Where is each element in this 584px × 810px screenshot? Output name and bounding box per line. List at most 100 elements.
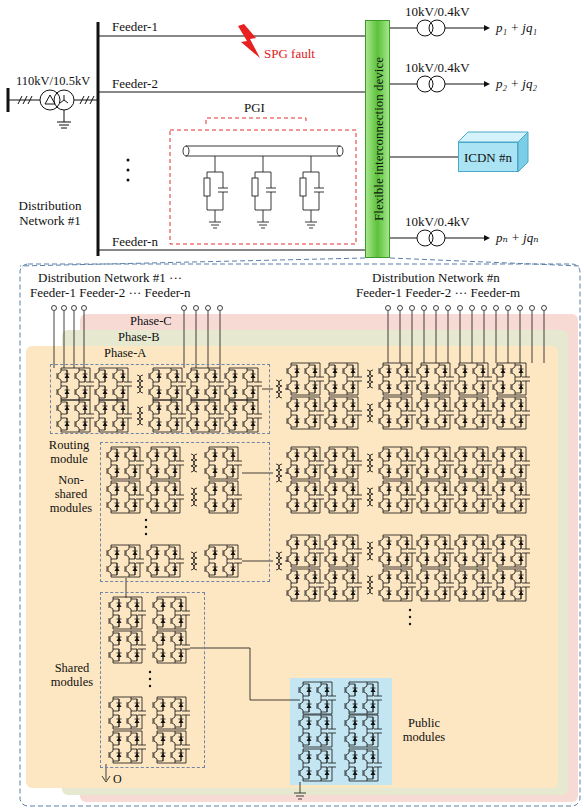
- text-label: Feeder-1 Feeder-2 ··· Feeder-m: [356, 285, 520, 300]
- phase-label-wrap: Phase-B: [118, 330, 160, 345]
- cable-rc-model: [300, 178, 306, 196]
- converter-cells: [137, 375, 143, 393]
- converter-cells: [95, 400, 132, 432]
- feeder-terminals: [494, 306, 499, 311]
- converter-cells: [345, 682, 382, 714]
- text-label-wrap: Distribution Network #1 ···: [38, 270, 182, 285]
- converter-cells: [493, 481, 530, 513]
- node-label-wrap: ICDN #n: [459, 143, 517, 171]
- text-label: p₂ + jq₂: [496, 76, 537, 91]
- text-label-wrap: pₙ + jqₙ: [496, 230, 538, 245]
- converter-cells: [276, 380, 282, 398]
- converter-cells: [287, 569, 324, 601]
- module-group: Shared modules: [100, 592, 205, 768]
- feeder-terminals: [62, 306, 67, 311]
- feeder-terminals: [410, 306, 415, 311]
- text-label: 10kV/0.4kV: [405, 60, 470, 75]
- converter-cells: [287, 363, 324, 395]
- text-label: Distribution Network #1: [19, 198, 82, 228]
- node-label: ICDN #n: [464, 150, 512, 165]
- converter-cells: [379, 535, 416, 567]
- converter-cells: [493, 447, 530, 479]
- text-label: pₙ + jqₙ: [496, 230, 538, 245]
- ellipsis-dots: [127, 159, 130, 182]
- module-label: Public modules: [403, 716, 445, 744]
- feeder-terminals: [54, 311, 220, 368]
- converter-cells: [417, 447, 454, 479]
- text-label: O: [113, 772, 122, 786]
- converter-cells: [107, 447, 144, 479]
- converter-cells: [205, 447, 242, 479]
- source-transformer: [18, 96, 94, 104]
- converter-cells: [417, 363, 454, 395]
- converter-cells: [109, 597, 146, 629]
- ellipsis-dots: [145, 533, 147, 535]
- converter-cells: [147, 545, 184, 577]
- interconnect-wires: [126, 578, 127, 598]
- interconnect-wires: [294, 782, 306, 799]
- converter-cells: [149, 400, 186, 432]
- zoom-frame: [20, 258, 580, 806]
- text-label: Distribution Network #n: [372, 270, 500, 285]
- module-group: Public modules: [290, 678, 392, 785]
- converter-cells: [109, 631, 146, 663]
- feeder-terminals: [446, 306, 451, 311]
- converter-cells: [379, 397, 416, 429]
- text-label-wrap: Distribution Network #n: [372, 270, 500, 285]
- converter-cells: [191, 488, 197, 506]
- converter-cells: [345, 715, 382, 747]
- converter-cells: [325, 481, 362, 513]
- converter-cells: [367, 454, 373, 472]
- converter-cells: [187, 368, 224, 400]
- load-transformer: [417, 20, 433, 36]
- converter-cells: [287, 535, 324, 567]
- phase-band-fill: [26, 346, 558, 788]
- converter-cells: [325, 447, 362, 479]
- source-transformer: [45, 95, 55, 104]
- ellipsis-dots: [145, 519, 147, 521]
- converter-cells: [455, 363, 492, 395]
- converter-cells: [345, 749, 382, 781]
- feeder-terminals: [52, 306, 57, 311]
- phase-label-wrap: Phase-A: [104, 346, 146, 361]
- text-label-wrap: Feeder-1: [112, 19, 158, 34]
- load-transformer: [417, 230, 433, 246]
- converter-cells: [417, 481, 454, 513]
- phase-label-wrap: Phase-C: [130, 314, 172, 329]
- converter-cells: [57, 363, 530, 781]
- node-label: Flexible interconnection device: [370, 57, 385, 221]
- converter-cells: [299, 682, 336, 714]
- module-label: Shared modules: [51, 661, 93, 689]
- text-label: 10kV/0.4kV: [405, 214, 470, 229]
- text-label-wrap: SPG fault: [264, 46, 315, 61]
- converter-cells: [276, 552, 282, 570]
- feeder-terminals: [482, 306, 487, 311]
- phase-band-fill: [26, 314, 578, 802]
- converter-cells: [417, 397, 454, 429]
- converter-cells: [379, 363, 416, 395]
- text-label-wrap: 10kV/0.4kV: [405, 4, 470, 19]
- converter-cells: [455, 397, 492, 429]
- ellipsis-dots: [149, 685, 151, 687]
- icdn-box-faces: [458, 132, 528, 172]
- text-label-wrap: Feeder-1 Feeder-2 ··· Feeder-n: [30, 285, 191, 300]
- feeder-terminals: [52, 306, 547, 311]
- converter-cells: [493, 363, 530, 395]
- converter-cells: [147, 447, 184, 479]
- ellipsis-dots: [149, 671, 151, 673]
- phase-band: Phase-B: [62, 330, 568, 795]
- source-transformer: [8, 88, 98, 128]
- feeder-terminals: [52, 306, 547, 369]
- text-label: Feeder-n: [112, 234, 158, 249]
- converter-cells: [325, 569, 362, 601]
- device-box: Flexible interconnection device: [365, 20, 390, 258]
- text-label-wrap: Distribution Network #1: [10, 198, 90, 228]
- converter-cells: [493, 569, 530, 601]
- load-transformer: [417, 76, 433, 92]
- converter-cells: [325, 363, 362, 395]
- feeder-terminals: [72, 306, 77, 311]
- feeder-terminals: [386, 306, 391, 311]
- converter-cells: [493, 397, 530, 429]
- feeder-terminals: [82, 306, 87, 311]
